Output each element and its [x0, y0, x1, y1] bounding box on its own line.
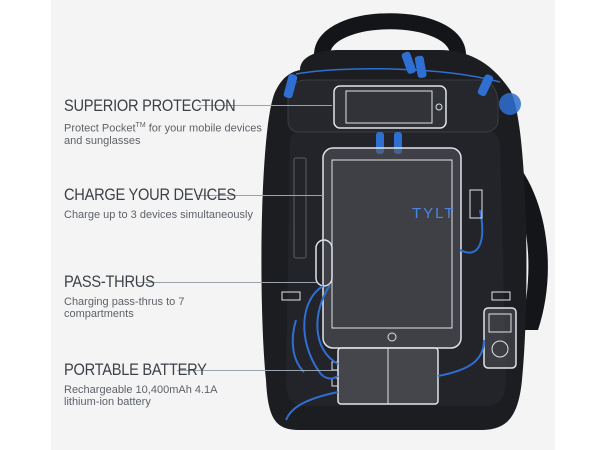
feature-title: PORTABLE BATTERY: [64, 360, 207, 379]
top-handle: [314, 13, 466, 63]
media-player-outline: [483, 307, 517, 369]
feature-description-text: Protect Pocket: [64, 122, 136, 135]
leader-line-battery: [177, 370, 337, 371]
feature-description: Protect PocketTM for your mobile devices…: [64, 120, 264, 147]
feature-title: PASS-THRUS: [64, 272, 155, 291]
charging-cables: [285, 209, 485, 421]
feature-description: Charging pass-thrus to 7 compartments: [64, 296, 185, 320]
accessory-outline: [293, 157, 333, 287]
leader-line-passthru: [137, 282, 317, 283]
leader-line-charge: [196, 195, 323, 196]
feature-title: SUPERIOR PROTECTION: [64, 96, 236, 115]
feature-pass-thrus: PASS-THRUS Charging pass-thrus to 7 comp…: [64, 272, 264, 320]
phone-outline: [333, 85, 447, 129]
battery-outline: [331, 347, 439, 405]
trademark-mark: TM: [135, 122, 146, 129]
feature-portable-battery: PORTABLE BATTERY Rechargeable 10,400mAh …: [64, 360, 264, 408]
leader-line-protection: [197, 105, 332, 106]
top-zipper-trim: [295, 68, 501, 83]
feature-title: CHARGE YOUR DEVICES: [64, 185, 236, 204]
side-logo-badge: [499, 93, 521, 115]
feature-description: Rechargeable 10,400mAh 4.1A lithium-ion …: [64, 384, 217, 408]
feature-charge-devices: CHARGE YOUR DEVICES Charge up to 3 devic…: [64, 185, 264, 221]
tablet-outline: [322, 147, 462, 349]
feature-description-text: for your mobile devices and sunglasses: [64, 122, 262, 147]
brand-logo: TYLT: [412, 205, 456, 222]
shoulder-strap: [495, 150, 548, 330]
feature-list: SUPERIOR PROTECTION Protect PocketTM for…: [64, 96, 264, 408]
feature-description: Charge up to 3 devices simultaneously: [64, 209, 253, 221]
strap-tabs: [281, 189, 511, 301]
feature-superior-protection: SUPERIOR PROTECTION Protect PocketTM for…: [64, 96, 264, 147]
